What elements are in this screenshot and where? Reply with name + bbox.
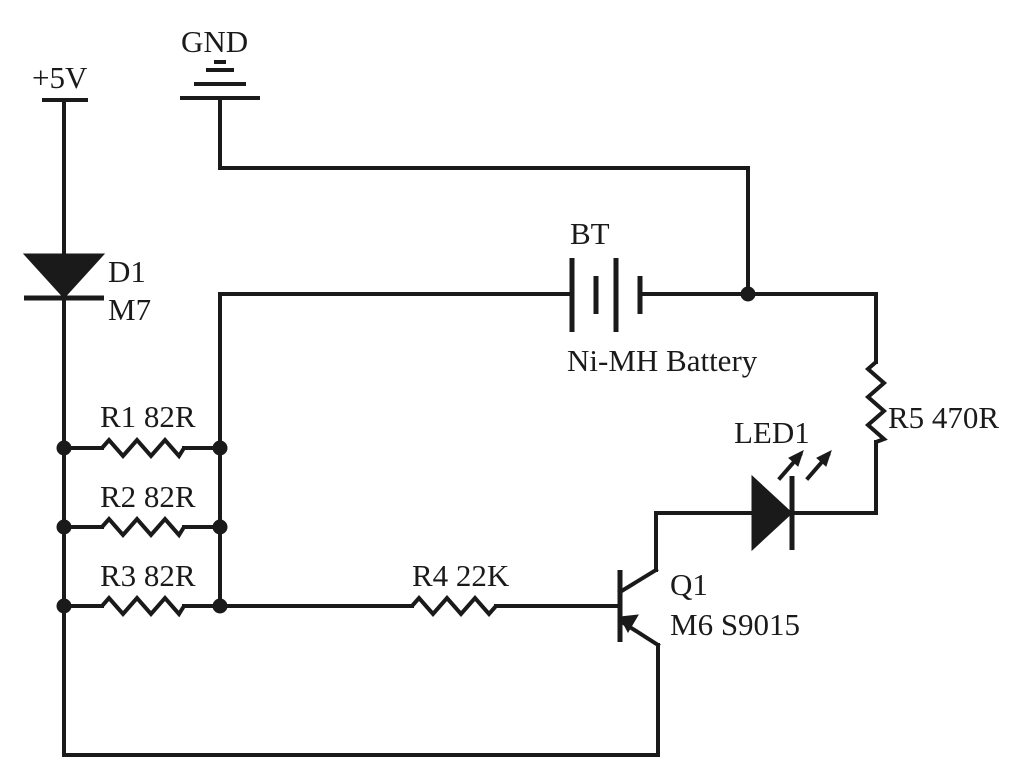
- battery-type-label: Ni-MH Battery: [567, 343, 758, 378]
- battery-ref-label: BT: [570, 216, 610, 251]
- diode-ref-label: D1: [108, 254, 146, 289]
- wire-led-to-transistor: [654, 511, 754, 572]
- wire-ladder-to-battery: [218, 292, 570, 608]
- wire-ground-to-junction: [218, 98, 750, 296]
- wire-r5-to-led: [790, 440, 878, 515]
- led-led1: [751, 450, 832, 552]
- diode-part-label: M7: [108, 292, 151, 327]
- resistor-r1: [100, 436, 186, 460]
- transistor-q1: [617, 567, 661, 648]
- resistor-r2: [100, 515, 186, 539]
- battery-bt: [569, 258, 643, 332]
- light-emission-arrows-icon: [777, 450, 832, 481]
- r3-label: R3 82R: [100, 558, 196, 593]
- resistor-r3: [100, 594, 186, 618]
- wire-battery-to-r5: [640, 292, 878, 364]
- junction-dots: [56, 286, 756, 614]
- ground-symbol: [180, 60, 260, 100]
- led-label: LED1: [734, 415, 810, 450]
- diode-d1: [22, 253, 106, 301]
- transistor-ref-label: Q1: [670, 567, 708, 602]
- r5-label: R5 470R: [888, 400, 999, 435]
- supply-label: +5V: [32, 60, 88, 95]
- r2-label: R2 82R: [100, 479, 196, 514]
- resistor-r5: [864, 360, 888, 444]
- transistor-part-label: M6 S9015: [670, 607, 800, 642]
- r4-label: R4 22K: [412, 558, 510, 593]
- resistor-r4: [410, 594, 498, 618]
- r1-label: R1 82R: [100, 399, 196, 434]
- ground-label: GND: [181, 24, 248, 59]
